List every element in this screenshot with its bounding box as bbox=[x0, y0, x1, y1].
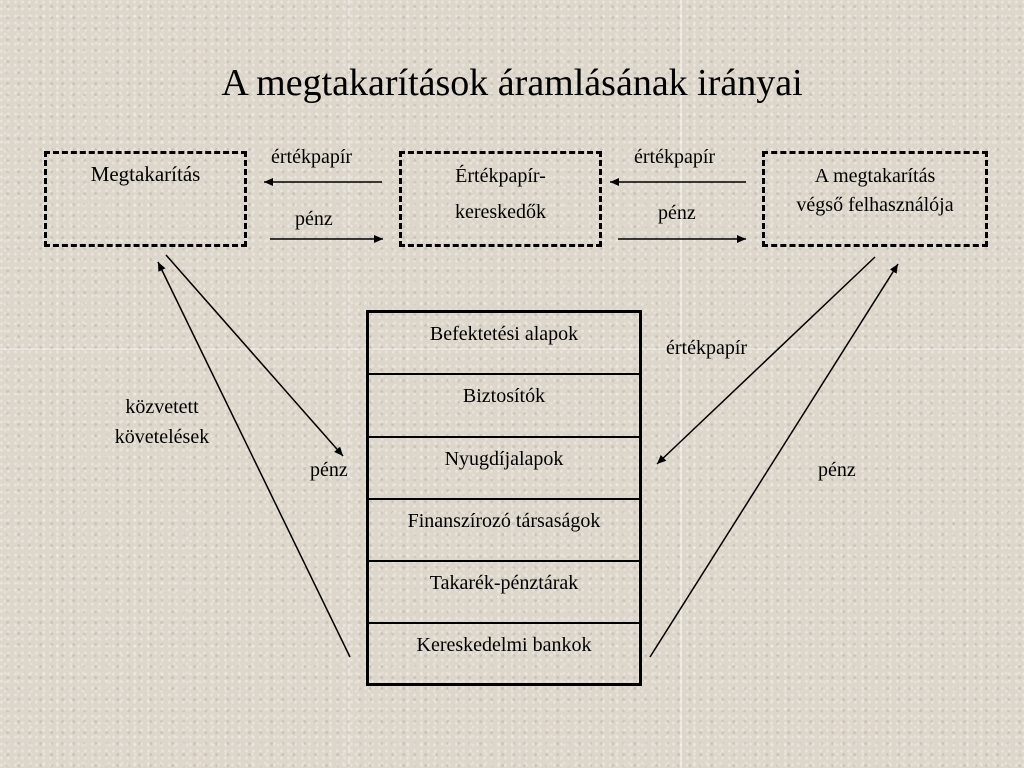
money-label-right: pénz bbox=[658, 202, 696, 224]
money-label-far-right: pénz bbox=[818, 459, 856, 481]
money-label-left: pénz bbox=[295, 208, 333, 230]
institution-row: Kereskedelmi bankok bbox=[416, 634, 592, 657]
securities-arrow-end-user-to-intermediaries bbox=[656, 256, 876, 465]
claims-arrow-intermediaries-to-savings bbox=[157, 261, 351, 658]
securities-label-left: értékpapír bbox=[271, 146, 353, 168]
savings-label: Megtakarítás bbox=[90, 162, 201, 186]
financial-intermediaries-table: Befektetési alapok Biztosítók Nyugdíjala… bbox=[366, 310, 642, 686]
end-user-box: A megtakarítás végső felhasználója bbox=[762, 151, 988, 247]
indirect-claims-line1: közvetett bbox=[125, 396, 199, 418]
institution-row: Nyugdíjalapok bbox=[369, 438, 639, 500]
institution-row: Befektetési alapok bbox=[369, 313, 639, 376]
savings-box: Megtakarítás bbox=[44, 151, 247, 247]
securities-dealers-label-line2: kereskedők bbox=[454, 201, 547, 223]
securities-label-middle-right: értékpapír bbox=[666, 337, 748, 359]
money-arrow-savings-to-intermediaries bbox=[165, 254, 344, 457]
institution-row: Finanszírozó társaságok bbox=[369, 500, 639, 563]
money-label-middle-left: pénz bbox=[310, 459, 348, 481]
institution-row: Biztosítók bbox=[369, 375, 639, 438]
securities-dealers-box: Értékpapír- kereskedők bbox=[399, 151, 602, 247]
end-user-label-line1: A megtakarítás bbox=[814, 165, 936, 187]
page-title: A megtakarítások áramlásának irányai bbox=[221, 62, 803, 104]
securities-dealers-label-line1: Értékpapír- bbox=[455, 165, 546, 187]
indirect-claims-label: közvetett követelések bbox=[92, 392, 232, 452]
institution-row: Takarék-pénztárak bbox=[369, 562, 639, 625]
money-arrow-intermediaries-to-end-user bbox=[649, 263, 899, 658]
end-user-label-line2: végső felhasználója bbox=[796, 194, 954, 216]
indirect-claims-line2: követelések bbox=[114, 426, 210, 448]
securities-label-right: értékpapír bbox=[634, 146, 716, 168]
